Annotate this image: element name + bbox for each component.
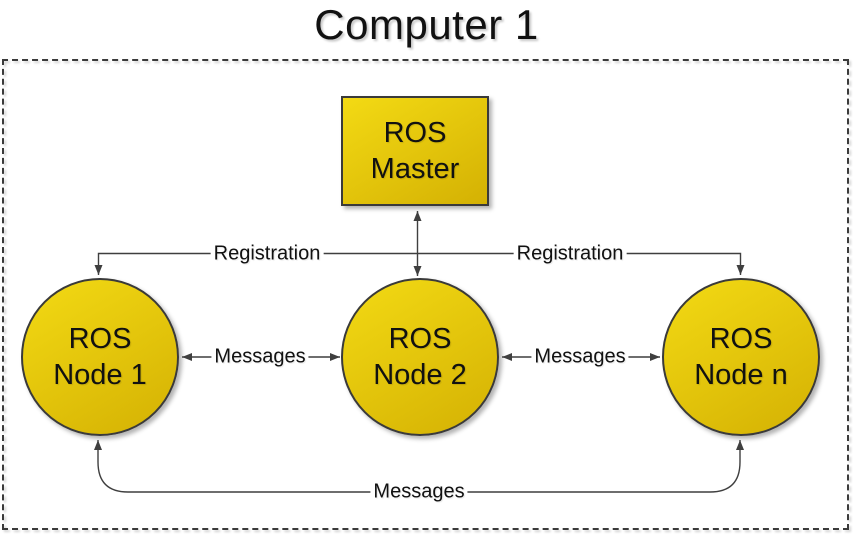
registration-label-left: Registration [210,242,324,266]
diagram-title: Computer 1 [314,1,539,48]
ros-master-label-line1: ROS [383,116,447,149]
messages-label-left: Messages [211,345,309,369]
messages-label-right: Messages [531,345,629,369]
ros-node-n-label-line1: ROS [709,322,773,355]
ros-master-label-line2: Master [370,153,460,185]
ros-node-n-circle: ROS Node n [662,278,820,436]
ros-node-2-label-line2: Node 2 [373,359,467,391]
ros-node-1-circle: ROS Node 1 [21,278,179,436]
ros-master-box: ROS Master [341,96,489,206]
ros-node-2-circle: ROS Node 2 [341,278,499,436]
computer-boundary-dashed-frame [2,59,849,530]
ros-node-1-label-line2: Node 1 [53,359,147,391]
messages-label-bottom: Messages [370,480,468,504]
registration-label-right: Registration [513,242,627,266]
ros-node-2-label-line1: ROS [388,322,452,355]
ros-node-n-label-line2: Node n [694,359,788,391]
ros-node-1-label-line1: ROS [68,322,132,355]
